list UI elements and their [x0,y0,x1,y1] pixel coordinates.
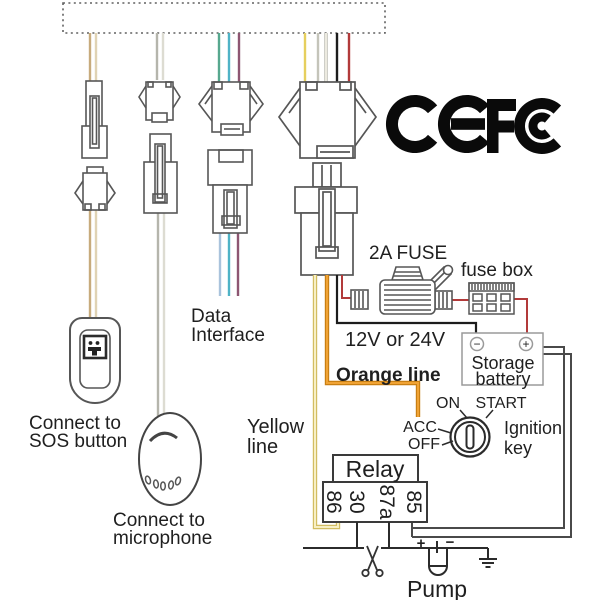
data-interface-connector-pair [198,81,264,234]
black-ground-wire [335,275,478,333]
relay-pin-85: 85 [402,490,425,513]
svg-text:microphone: microphone [113,528,212,549]
ignition-off-label: OFF [408,436,440,453]
battery-minus-sign: − [473,337,480,351]
svg-text:battery: battery [475,369,530,389]
main-power-connector-pair [277,81,378,276]
ground-icon [479,548,497,568]
ce-mark-icon [385,95,490,153]
fuse-label: 2A FUSE [369,243,447,264]
battery-plus-terminal [518,336,534,352]
ignition-key-icon [437,409,494,458]
storage-battery [461,332,544,386]
fcc-mark-icon [487,97,562,154]
voltage-label: 12V or 24V [345,329,446,351]
svg-text:Interface: Interface [191,325,265,346]
pump-circuit-wires [303,522,488,549]
labels: Data Interface Connect to SOS button Con… [29,243,562,600]
battery-bus-wires [411,346,572,538]
microphone-connector-pair [138,81,181,214]
fuse-box-label: fuse box [461,260,533,281]
svg-text:key: key [504,438,532,458]
relay-label: Relay [346,456,405,482]
relay-pin-30: 30 [345,490,368,513]
battery-label: Storage [471,353,534,373]
data-interface-label: Data [191,306,232,327]
scissors-icon [361,545,384,578]
circuit-wires [312,275,528,530]
svg-text:SOS button: SOS button [29,431,127,452]
pump-minus-sign: − [446,534,455,551]
sos-connector-pair [74,80,116,211]
microphone-device [138,412,202,506]
red-power-wire [341,275,352,299]
relay-pin-87a: 87a [375,484,398,519]
ignition-key-label: Ignition [504,418,562,438]
svg-text:line: line [247,436,278,458]
relay-pin-86: 86 [322,490,345,513]
microphone-label: Connect to [113,510,205,531]
pump-icon [428,541,448,576]
sos-button-device [69,317,121,404]
ignition-on-label: ON [436,395,460,412]
ignition-start-label: START [476,395,527,412]
sos-button-icon [88,341,101,356]
fuse-icon [350,264,454,315]
fuse-box-icon [468,282,515,315]
lead-wires-top [88,33,351,82]
pump-label: Pump [407,576,467,600]
lead-wires-mid [88,210,240,418]
tracker-device-dashed-box [62,2,386,34]
battery-minus-terminal [469,336,485,352]
pump-plus-sign: + [417,535,426,552]
sos-label: Connect to [29,413,121,434]
relay [322,454,428,523]
orange-line-label: Orange line [336,365,441,386]
battery-plus-sign: + [522,337,529,351]
microphone-holes [144,475,182,491]
microphone-slot [148,431,178,443]
yellow-line-label: Yellow [247,416,305,438]
ignition-acc-label: ACC [403,419,437,436]
